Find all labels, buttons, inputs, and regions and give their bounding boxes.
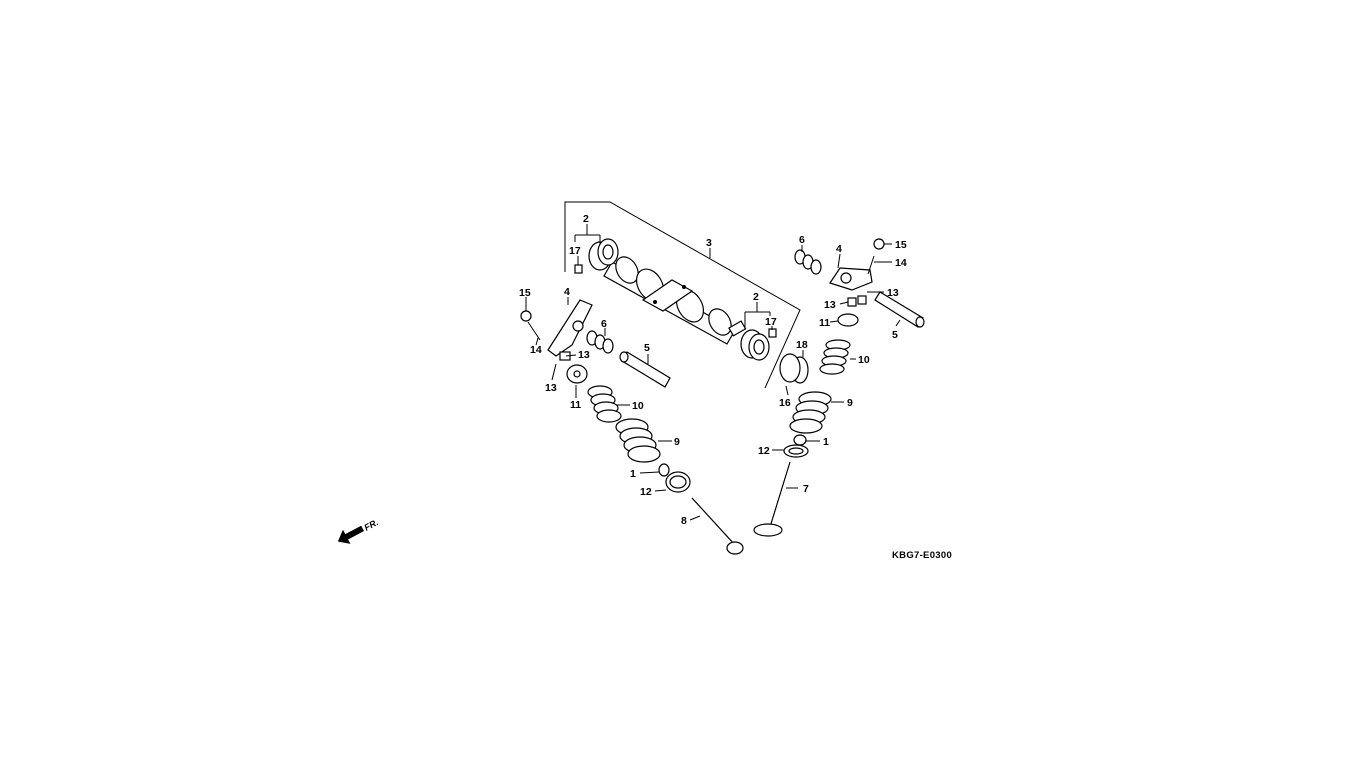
callout-1-left: 1 (630, 468, 636, 480)
callout-13-right-a: 13 (824, 299, 836, 311)
front-direction-label: FR. (362, 517, 379, 533)
callout-3: 3 (706, 237, 712, 249)
callout-10-right: 10 (858, 354, 870, 366)
ring-16 (779, 353, 801, 383)
callout-4-right: 4 (836, 243, 842, 255)
bearing-right (740, 329, 770, 361)
callout-13-left-a: 13 (578, 349, 590, 361)
spring-small-left (586, 330, 614, 354)
callout-11-right: 11 (819, 317, 830, 329)
stem-seal-right (793, 434, 807, 446)
callout-8: 8 (681, 515, 687, 527)
callout-4-left: 4 (564, 286, 570, 298)
callout-16: 16 (779, 397, 791, 409)
spring-seat-left (665, 471, 691, 493)
camshaft (603, 256, 747, 345)
callout-7: 7 (803, 483, 809, 495)
cotter-right (847, 295, 867, 307)
callout-11-left: 11 (570, 399, 581, 411)
callout-5-left: 5 (644, 342, 650, 354)
callout-17-left: 17 (569, 245, 581, 257)
callout-10-left: 10 (632, 400, 644, 412)
adjust-screw-left (527, 321, 541, 341)
inner-spring-left (587, 385, 622, 423)
stem-seal-left (658, 463, 670, 477)
callout-12-right: 12 (758, 445, 770, 457)
inner-spring-right (819, 339, 851, 375)
callout-14-left: 14 (530, 344, 542, 356)
callout-13-right-b: 13 (887, 287, 899, 299)
dowel-pin-right (768, 328, 777, 338)
intake-valve (753, 461, 791, 537)
callout-18: 18 (796, 339, 808, 351)
callout-15-left: 15 (519, 287, 531, 299)
callout-12-left: 12 (640, 486, 652, 498)
adjust-screw-right (867, 255, 875, 275)
dowel-pin-left (574, 264, 583, 274)
outer-spring-left (615, 418, 661, 463)
callout-1-right: 1 (823, 436, 829, 448)
front-direction-arrow: FR. (337, 517, 380, 544)
exhaust-valve (691, 497, 744, 555)
callout-2-left: 2 (583, 213, 589, 225)
callout-5-right: 5 (892, 329, 898, 341)
camshaft-group-bracket (564, 201, 801, 389)
callout-17-right: 17 (765, 316, 777, 328)
callouts: 3 2 17 2 17 4 15 14 13 13 6 5 11 10 9 1 … (519, 213, 907, 527)
bearing-left (588, 238, 619, 271)
diagram-code: KBG7-E0300 (892, 550, 952, 561)
rocker-shaft-left (619, 351, 671, 388)
retainer-left (566, 364, 588, 384)
leader-lines (525, 224, 901, 521)
callout-2-right: 2 (753, 291, 759, 303)
retainer-right (837, 313, 859, 327)
rocker-arm-left (547, 299, 593, 357)
callout-14-right: 14 (895, 257, 907, 269)
rocker-arm-right (829, 267, 873, 291)
outer-spring-right (789, 391, 832, 434)
spring-seat-right (783, 444, 809, 458)
callout-6-left: 6 (601, 318, 607, 330)
callout-15-right: 15 (895, 239, 907, 251)
rocker-shaft-right (874, 291, 925, 328)
callout-9-left: 9 (674, 436, 680, 448)
lock-nut-right (873, 238, 885, 250)
spring-small-right (794, 249, 822, 275)
lock-nut-left (520, 310, 532, 322)
callout-9-right: 9 (847, 397, 853, 409)
callout-6-right: 6 (799, 234, 805, 246)
callout-13-left-b: 13 (545, 382, 557, 394)
